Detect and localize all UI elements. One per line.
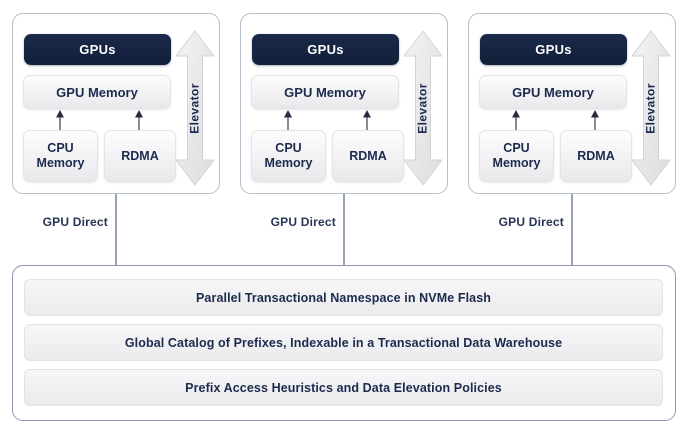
cpu-memory-box: CPU Memory	[23, 130, 98, 182]
elevator-arrow-icon	[631, 30, 671, 186]
elevator-arrow-icon	[175, 30, 215, 186]
cpu-memory-box: CPU Memory	[479, 130, 554, 182]
connector-line	[115, 194, 117, 266]
gpu-memory-box: GPU Memory	[479, 75, 627, 109]
connector-line	[343, 194, 345, 266]
rdma-box: RDMA	[104, 130, 176, 182]
elevator-label: Elevator	[643, 83, 658, 134]
gpu-node-2: GPUs GPU Memory CPU Memory RDMA Elevator	[240, 13, 448, 194]
storage-container: Parallel Transactional Namespace in NVMe…	[12, 265, 676, 421]
gpu-memory-box: GPU Memory	[251, 75, 399, 109]
gpus-box: GPUs	[480, 34, 627, 65]
up-arrow-icon	[512, 110, 520, 130]
storage-layer-namespace: Parallel Transactional Namespace in NVMe…	[24, 279, 663, 316]
rdma-box: RDMA	[332, 130, 404, 182]
rdma-box: RDMA	[560, 130, 632, 182]
elevator-label: Elevator	[187, 83, 202, 134]
gpu-node-3: GPUs GPU Memory CPU Memory RDMA Elevator	[468, 13, 676, 194]
gpu-direct-label: GPU Direct	[270, 215, 336, 229]
cpu-memory-box: CPU Memory	[251, 130, 326, 182]
gpus-box: GPUs	[24, 34, 171, 65]
gpu-memory-box: GPU Memory	[23, 75, 171, 109]
gpu-direct-label: GPU Direct	[498, 215, 564, 229]
gpus-box: GPUs	[252, 34, 399, 65]
up-arrow-icon	[135, 110, 143, 130]
connector-line	[571, 194, 573, 266]
elevator-label: Elevator	[415, 83, 430, 134]
elevator-arrow-icon	[403, 30, 443, 186]
gpu-node-1: GPUs GPU Memory CPU Memory RDMA Elevator	[12, 13, 220, 194]
storage-layer-catalog: Global Catalog of Prefixes, Indexable in…	[24, 324, 663, 361]
up-arrow-icon	[363, 110, 371, 130]
up-arrow-icon	[284, 110, 292, 130]
up-arrow-icon	[56, 110, 64, 130]
gpu-direct-label: GPU Direct	[42, 215, 108, 229]
up-arrow-icon	[591, 110, 599, 130]
storage-layer-heuristics: Prefix Access Heuristics and Data Elevat…	[24, 369, 663, 406]
